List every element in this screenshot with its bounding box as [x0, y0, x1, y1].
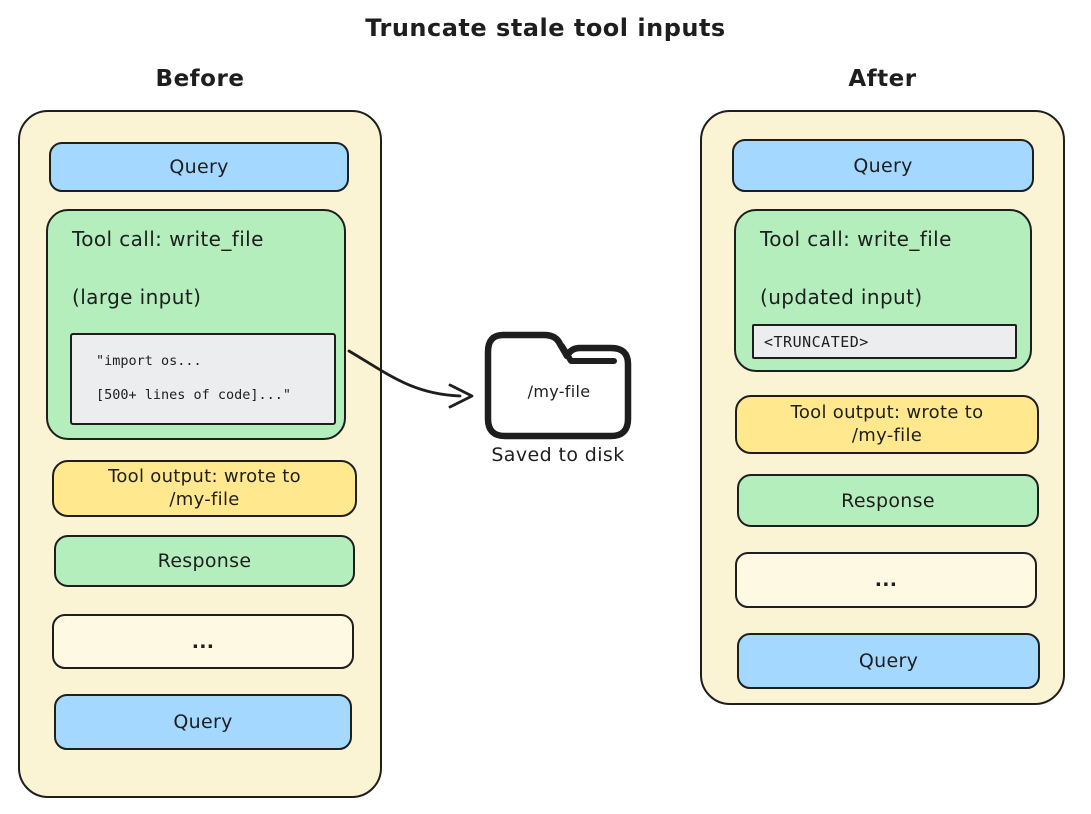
- code-line: "import os...: [96, 353, 202, 369]
- before-tool-output-box: Tool output: wrote to /my-file: [52, 460, 357, 517]
- after-panel: Query Tool call: write_file (updated inp…: [700, 110, 1065, 705]
- truncated-marker-bar: <TRUNCATED>: [752, 324, 1017, 359]
- before-query-bottom-box: Query: [54, 694, 352, 750]
- before-tool-call-box: Tool call: write_file (large input) "imp…: [46, 209, 346, 440]
- code-line: [500+ lines of code]...": [96, 387, 292, 403]
- after-response-box: Response: [737, 474, 1039, 527]
- before-tool-output-label: Tool output: wrote to /my-file: [108, 466, 301, 510]
- before-response-box: Response: [54, 535, 355, 587]
- after-tool-call-box: Tool call: write_file (updated input) <T…: [734, 209, 1032, 372]
- saved-to-disk-caption: Saved to disk: [491, 444, 625, 466]
- after-heading: After: [848, 66, 917, 92]
- after-tool-call-subtitle: (updated input): [760, 285, 923, 309]
- after-query-top-box: Query: [732, 139, 1034, 192]
- before-query-top-box: Query: [49, 142, 349, 192]
- before-panel: Query Tool call: write_file (large input…: [18, 110, 382, 798]
- after-tool-output-box: Tool output: wrote to /my-file: [735, 395, 1039, 454]
- before-code-block: "import os... [500+ lines of code]...": [70, 333, 336, 425]
- folder-path-label: /my-file: [527, 382, 591, 401]
- after-tool-output-label: Tool output: wrote to /my-file: [790, 402, 984, 446]
- before-heading: Before: [155, 66, 245, 92]
- before-tool-call-title: Tool call: write_file: [72, 227, 264, 251]
- after-tool-call-title: Tool call: write_file: [760, 227, 952, 251]
- diagram-title: Truncate stale tool inputs: [365, 14, 726, 42]
- before-ellipsis-box: ...: [52, 614, 354, 669]
- before-tool-call-subtitle: (large input): [72, 285, 202, 309]
- after-query-bottom-box: Query: [737, 633, 1040, 689]
- after-ellipsis-box: ...: [735, 552, 1037, 608]
